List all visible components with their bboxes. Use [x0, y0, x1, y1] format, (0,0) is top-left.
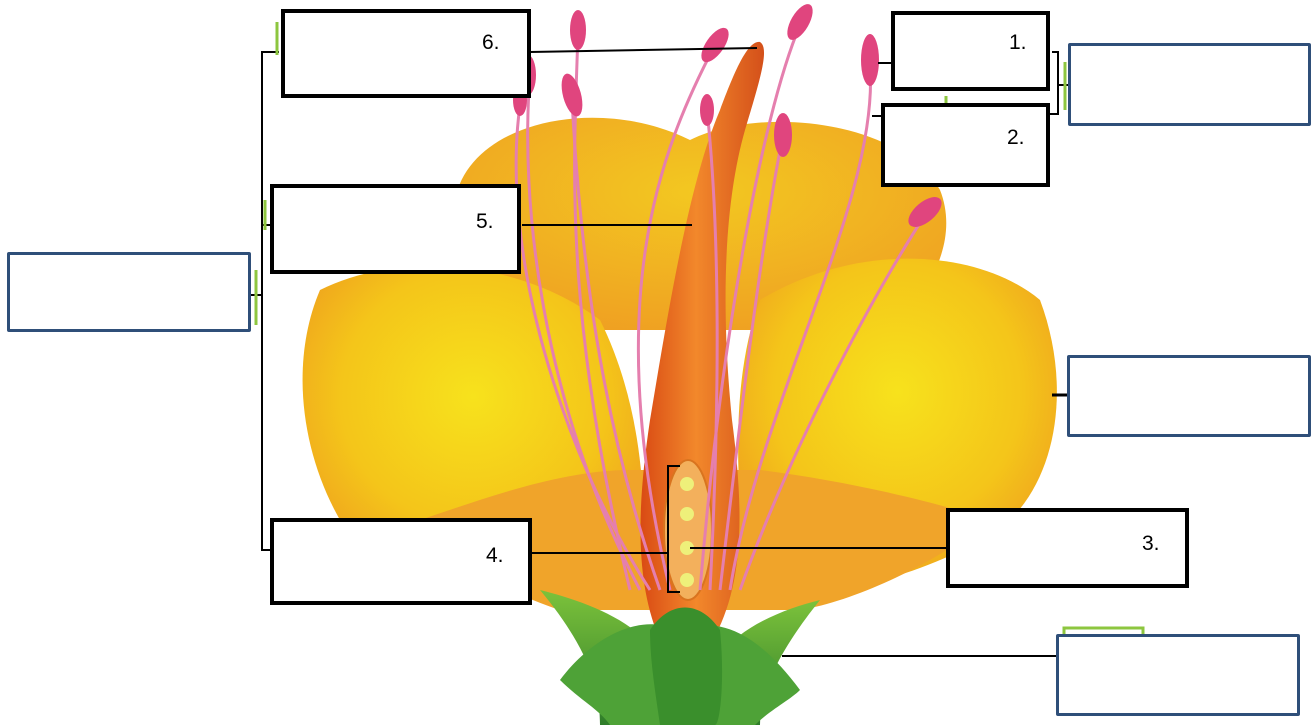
label-number-1: 1.: [1009, 31, 1027, 55]
label-box-1[interactable]: 1.: [891, 11, 1050, 91]
label-number-2: 2.: [1007, 126, 1025, 150]
label-number-5: 5.: [476, 210, 494, 234]
label-number-6: 6.: [482, 31, 500, 55]
answer-box-bottom-right[interactable]: [1056, 634, 1300, 716]
answer-box-top-right[interactable]: [1068, 43, 1311, 126]
answer-box-left[interactable]: [7, 252, 251, 332]
label-box-5[interactable]: 5.: [270, 184, 521, 274]
label-number-4: 4.: [486, 544, 504, 568]
answer-box-mid-right[interactable]: [1067, 355, 1311, 437]
ovule: [680, 507, 694, 521]
ovule: [680, 573, 694, 587]
label-box-4[interactable]: 4.: [270, 518, 532, 605]
label-number-3: 3.: [1142, 532, 1160, 556]
label-box-3[interactable]: 3.: [946, 508, 1189, 588]
label-box-2[interactable]: 2.: [881, 103, 1050, 187]
ovule: [680, 477, 694, 491]
label-box-6[interactable]: 6.: [281, 9, 531, 98]
sepals: [540, 590, 820, 725]
